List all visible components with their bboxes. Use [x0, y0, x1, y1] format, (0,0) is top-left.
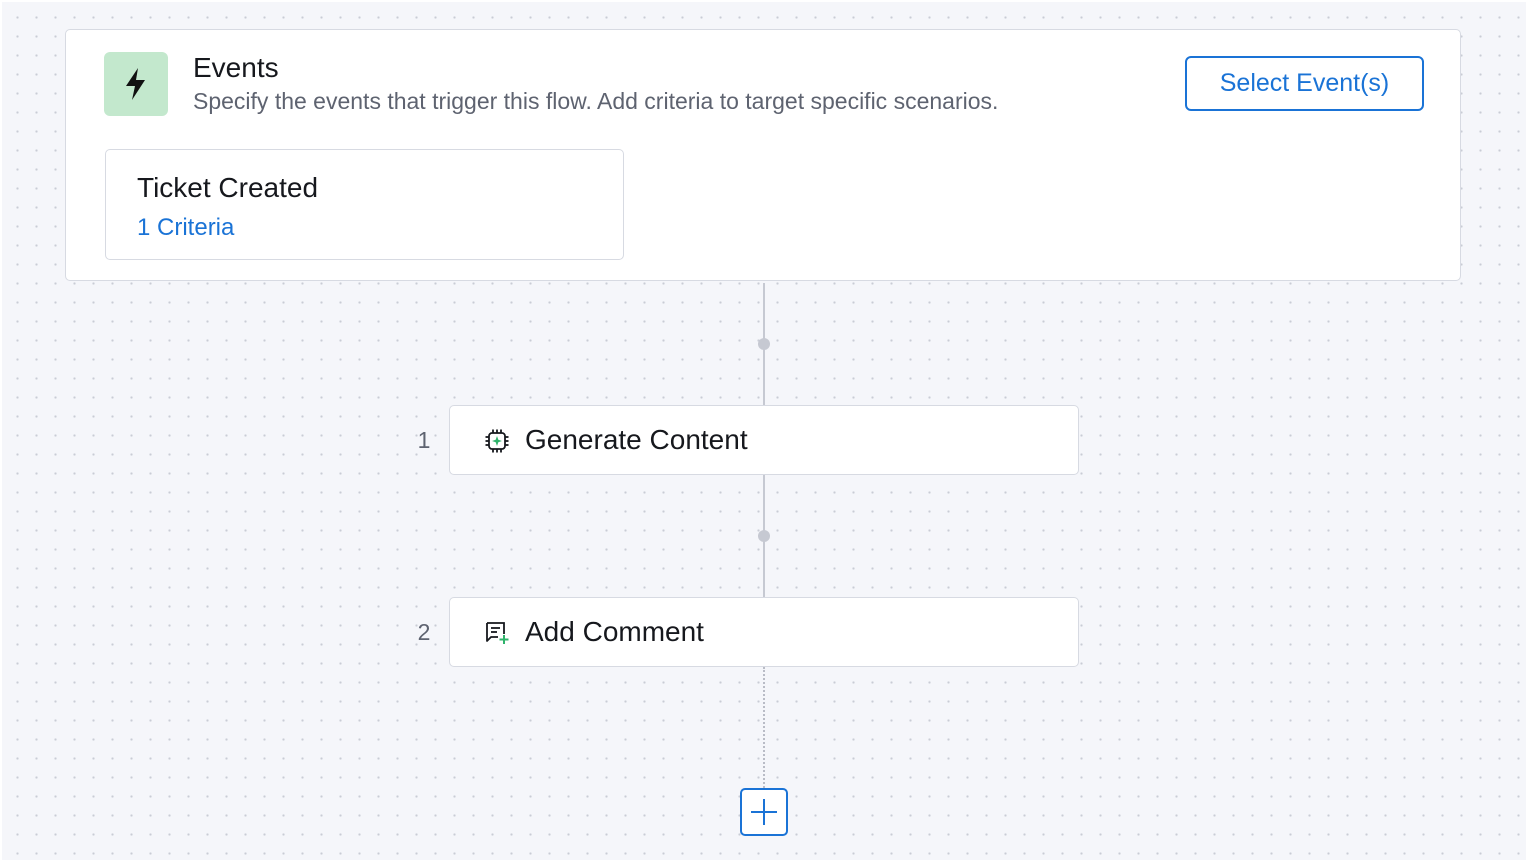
- events-card: Events Specify the events that trigger t…: [65, 29, 1461, 281]
- plus-icon: [751, 799, 777, 825]
- events-title: Events: [193, 52, 279, 83]
- step-number: 1: [417, 427, 431, 453]
- step-number: 2: [417, 619, 431, 645]
- select-events-button[interactable]: Select Event(s): [1185, 56, 1424, 111]
- event-item-ticket-created[interactable]: Ticket Created 1 Criteria: [105, 149, 624, 260]
- connector-node[interactable]: [758, 530, 770, 542]
- step-label: Add Comment: [525, 616, 704, 647]
- step-generate-content[interactable]: Generate Content: [449, 405, 1079, 475]
- event-criteria-link[interactable]: 1 Criteria: [137, 214, 235, 241]
- add-step-button[interactable]: [740, 788, 788, 836]
- step-add-comment[interactable]: Add Comment: [449, 597, 1079, 667]
- event-item-title: Ticket Created: [137, 172, 319, 203]
- events-description: Specify the events that trigger this flo…: [193, 88, 999, 114]
- connector-node[interactable]: [758, 338, 770, 350]
- lightning-icon: [104, 52, 168, 116]
- ai-chip-icon: [484, 428, 510, 454]
- add-comment-icon: [484, 620, 510, 646]
- connector-line-dashed: [763, 667, 765, 788]
- step-label: Generate Content: [525, 424, 748, 455]
